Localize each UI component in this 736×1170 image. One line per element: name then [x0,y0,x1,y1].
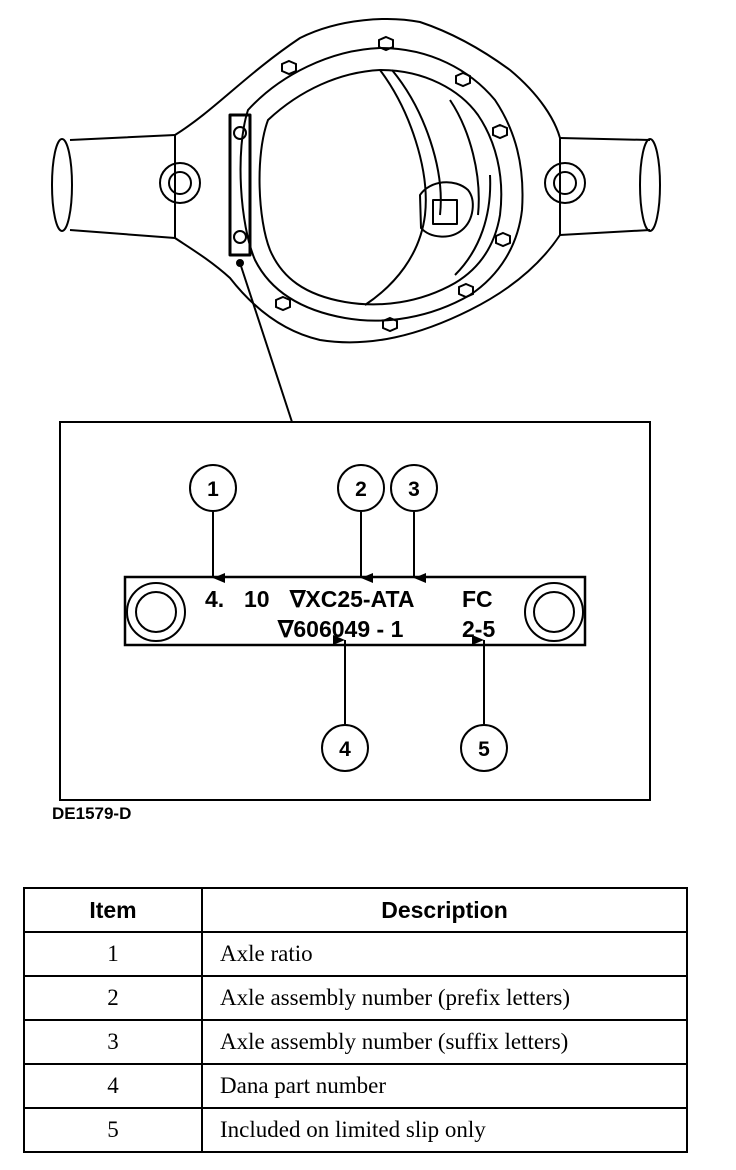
tag-line1-ratio-b: 10 [244,586,270,612]
callout-5-label: 5 [478,738,490,761]
table-row: 3 Axle assembly number (suffix letters) [23,1019,688,1065]
callout-numbers: 1 2 3 4 5 [207,478,490,761]
table-header-row: Item Description [23,887,688,933]
row-description: Axle ratio [201,931,688,977]
tag-hole-right [524,582,584,642]
tag-line2-part: ∇606049 - 1 [277,616,404,642]
tag-line1-ratio-a: 4. [205,586,224,612]
table-row: 5 Included on limited slip only [23,1107,688,1153]
row-description: Included on limited slip only [201,1107,688,1153]
table-row: 4 Dana part number [23,1063,688,1109]
callout-2 [337,464,385,512]
row-item: 4 [23,1063,203,1109]
row-description: Axle assembly number (prefix letters) [201,975,688,1021]
tag-line1-assembly: ∇XC25-ATA [289,586,414,612]
detail-box [59,421,651,801]
callout-1 [189,464,237,512]
row-item: 5 [23,1107,203,1153]
row-description: Dana part number [201,1063,688,1109]
figure-id: DE1579-D [52,804,132,823]
callout-bubbles [189,464,508,772]
row-description: Axle assembly number (suffix letters) [201,1019,688,1065]
header-item: Item [23,887,203,933]
legend-table: Item Description 1 Axle ratio 2 Axle ass… [23,887,688,1153]
id-tag: 4. 10 ∇XC25-ATA FC ∇606049 - 1 2-5 [123,575,587,647]
callout-3-label: 3 [408,478,420,501]
tag-line2-code: 2-5 [462,616,495,642]
table-row: 2 Axle assembly number (prefix letters) [23,975,688,1021]
axle-tag-diagram: 4. 10 ∇XC25-ATA FC ∇606049 - 1 2-5 1 2 3… [51,18,661,801]
callout-1-label: 1 [207,478,219,501]
row-item: 3 [23,1019,203,1065]
cover-bolts [275,35,511,333]
callout-2-label: 2 [355,478,367,501]
callout-3 [390,464,438,512]
callout-arrows [212,512,485,724]
tag-hole-left [126,582,186,642]
callout-5 [460,724,508,772]
row-item: 1 [23,931,203,977]
callout-4 [321,724,369,772]
row-item: 2 [23,975,203,1021]
axle-housing-drawing [51,18,661,423]
header-description: Description [201,887,688,933]
table-row: 1 Axle ratio [23,931,688,977]
tag-line1-suffix: FC [462,586,493,612]
callout-4-label: 4 [339,738,351,761]
